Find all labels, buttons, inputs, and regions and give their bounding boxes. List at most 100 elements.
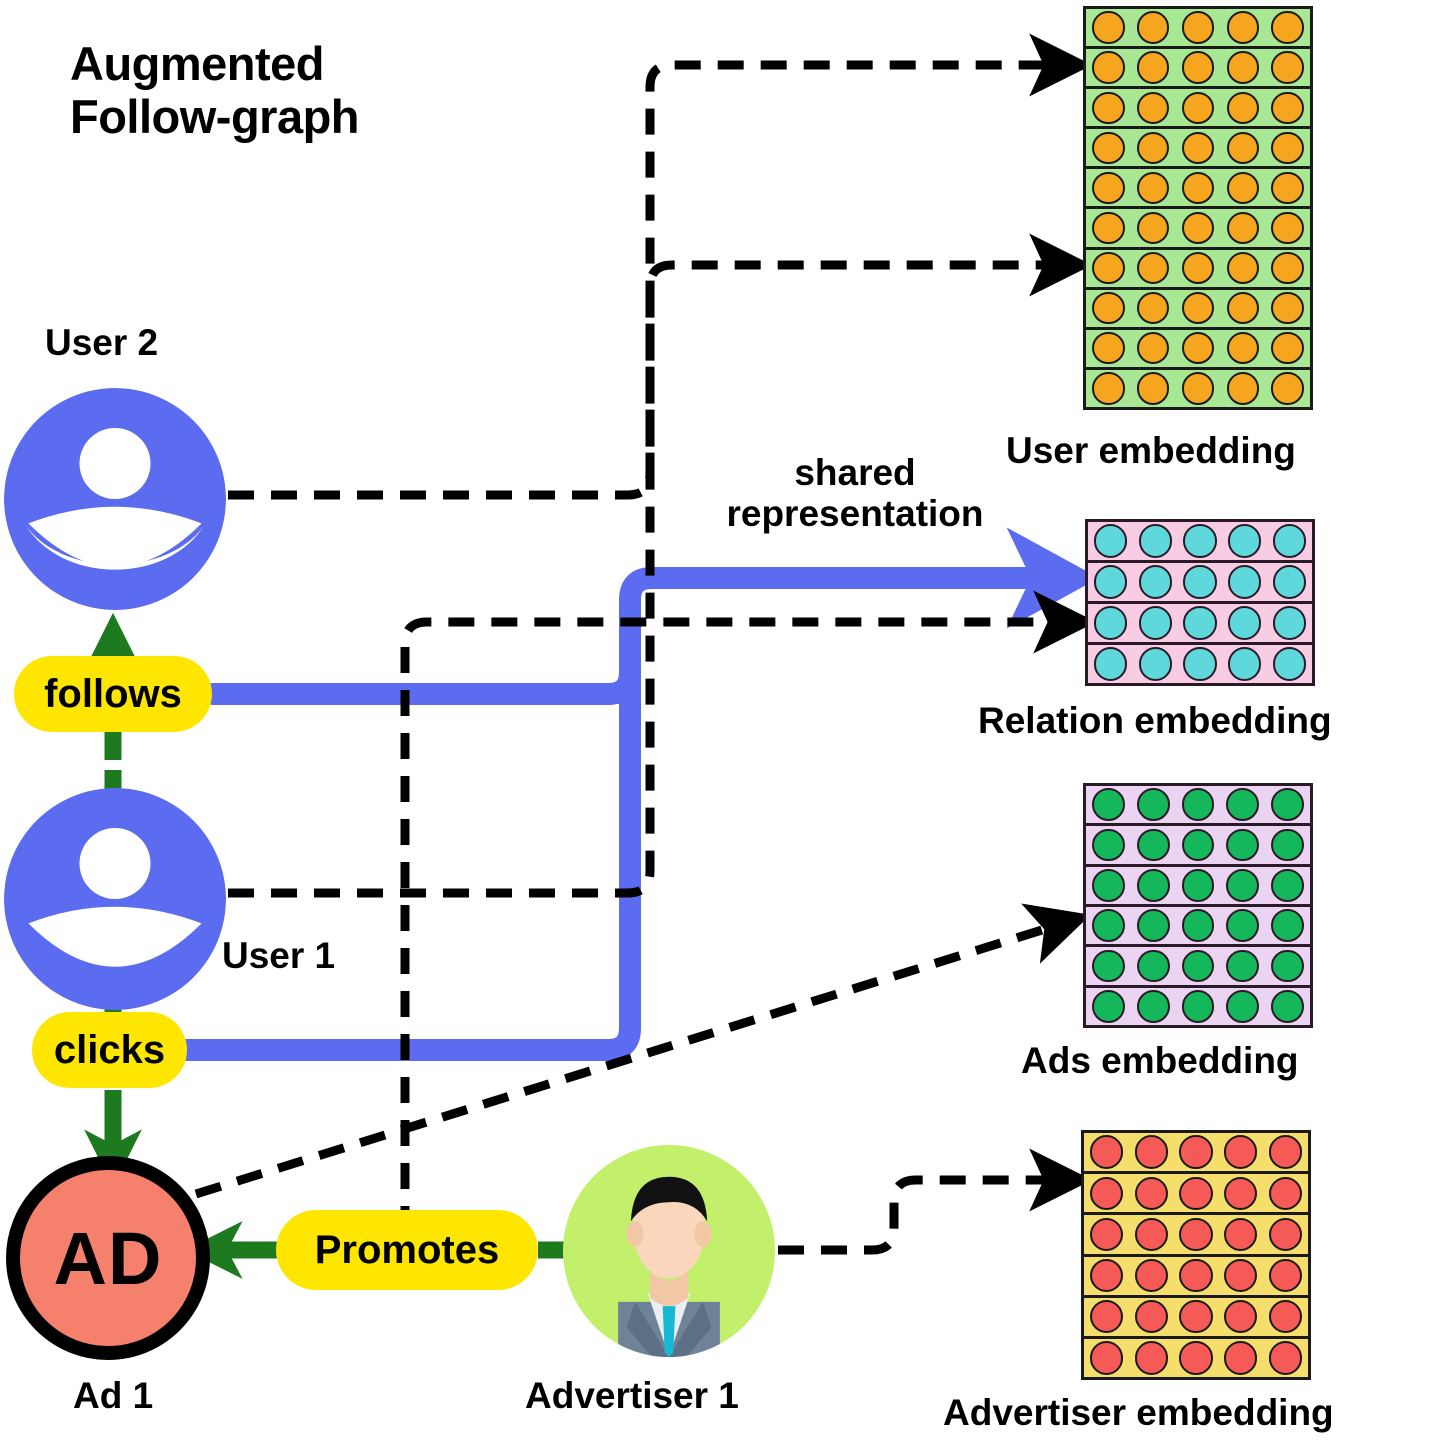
embedding-cell [1092,788,1125,821]
embedding-cell [1181,171,1215,205]
embedding-cell [1228,606,1262,640]
embedding-cell [1226,171,1259,205]
embedding-cell [1089,1258,1124,1293]
embedding-cell [1089,1176,1124,1210]
ads-embedding-label: Ads embedding [1021,1040,1299,1081]
embedding-cell [1138,606,1172,640]
embedding-cell [1137,251,1170,285]
embedding-cell [1179,1217,1213,1252]
embedding-cell [1226,372,1259,405]
embedding-cell [1134,1258,1168,1293]
blue-shared-representation-flow [175,527,1099,1061]
embedding-cell [1181,828,1215,862]
dashed-ad-to-ads-embedding [194,903,1091,1199]
embedding-cell [1092,828,1125,862]
embedding-cell [1226,51,1259,84]
embedding-cell [1179,1135,1213,1169]
embedding-cell [1134,1300,1168,1334]
embedding-cell [1179,1176,1213,1210]
embedding-cell [1183,647,1217,681]
user-embedding-grid[interactable] [1083,6,1313,410]
user2-avatar-icon[interactable] [4,388,226,610]
embedding-cell [1089,1300,1124,1334]
relation-embedding-grid[interactable] [1085,519,1315,686]
embedding-cell [1271,292,1304,325]
embedding-cell [1134,1135,1168,1169]
embedding-cell [1179,1258,1213,1293]
embedding-cell [1268,1176,1303,1210]
embedding-cell [1271,909,1304,942]
embedding-cell [1226,292,1259,325]
embedding-cell [1271,171,1304,205]
embedding-cell [1089,1135,1124,1169]
dashed-user1-to-user-embedding [228,233,1093,898]
embedding-cell [1226,989,1260,1023]
user1-avatar-icon[interactable] [4,788,226,1010]
embedding-cell [1136,868,1170,902]
embedding-cell [1183,565,1217,599]
embedding-row [1086,49,1310,90]
embedding-cell [1181,91,1215,124]
title-line-2: Follow-graph [70,89,360,143]
embedding-cell [1179,1341,1213,1375]
embedding-cell [1271,91,1304,124]
embedding-row [1084,1298,1308,1339]
embedding-cell [1226,211,1259,245]
edge-pill-clicks-label: clicks [53,1027,166,1072]
embedding-row [1086,169,1310,210]
ads-embedding-grid[interactable] [1083,783,1313,1028]
embedding-cell [1181,211,1215,245]
advertiser1-node[interactable] [563,1145,775,1357]
embedding-cell [1136,828,1170,862]
embedding-cell [1228,565,1262,599]
embedding-cell [1271,11,1304,44]
embedding-cell [1268,1135,1303,1169]
embedding-cell [1137,332,1170,365]
node-label-ad1: Ad 1 [73,1375,154,1416]
embedding-cell [1268,1217,1303,1252]
embedding-cell [1092,51,1125,84]
embedding-cell [1272,606,1307,640]
embedding-cell [1092,989,1125,1023]
embedding-cell [1137,372,1170,405]
embedding-cell [1181,251,1215,285]
embedding-cell [1138,524,1172,558]
embedding-cell [1136,909,1170,942]
ad1-node-text: AD [53,1216,163,1300]
embedding-cell [1092,171,1125,205]
node-label-advertiser1: Advertiser 1 [525,1375,739,1416]
embedding-cell [1271,828,1304,862]
edge-pill-follows[interactable]: follows [14,656,212,732]
embedding-cell [1092,949,1125,983]
embedding-cell [1228,524,1262,558]
advertiser-person-icon [618,1176,720,1357]
embedding-row [1086,947,1310,988]
user-embedding-label: User embedding [1006,430,1296,471]
embedding-cell [1271,332,1304,365]
embedding-cell [1092,372,1125,405]
embedding-cell [1226,91,1259,124]
embedding-cell [1268,1300,1303,1334]
embedding-cell [1271,868,1304,902]
embedding-cell [1179,1300,1213,1334]
dashed-user2-to-user-embedding [228,33,1093,500]
embedding-row [1084,1257,1308,1298]
embedding-cell [1136,989,1170,1023]
embedding-cell [1228,647,1262,681]
embedding-cell [1092,211,1125,245]
embedding-cell [1136,788,1170,821]
embedding-row [1086,826,1310,867]
embedding-cell [1224,1341,1258,1375]
embedding-cell [1093,565,1128,599]
dashed-connectors [194,33,1097,1255]
embedding-row [1084,1133,1308,1175]
edge-pill-promotes[interactable]: Promotes [276,1210,538,1290]
embedding-cell [1271,949,1304,983]
advertiser-embedding-grid[interactable] [1081,1130,1311,1380]
embedding-row [1084,1174,1308,1216]
embedding-cell [1271,51,1304,84]
ad1-node[interactable]: AD [6,1156,210,1360]
edge-pill-clicks[interactable]: clicks [32,1012,187,1088]
